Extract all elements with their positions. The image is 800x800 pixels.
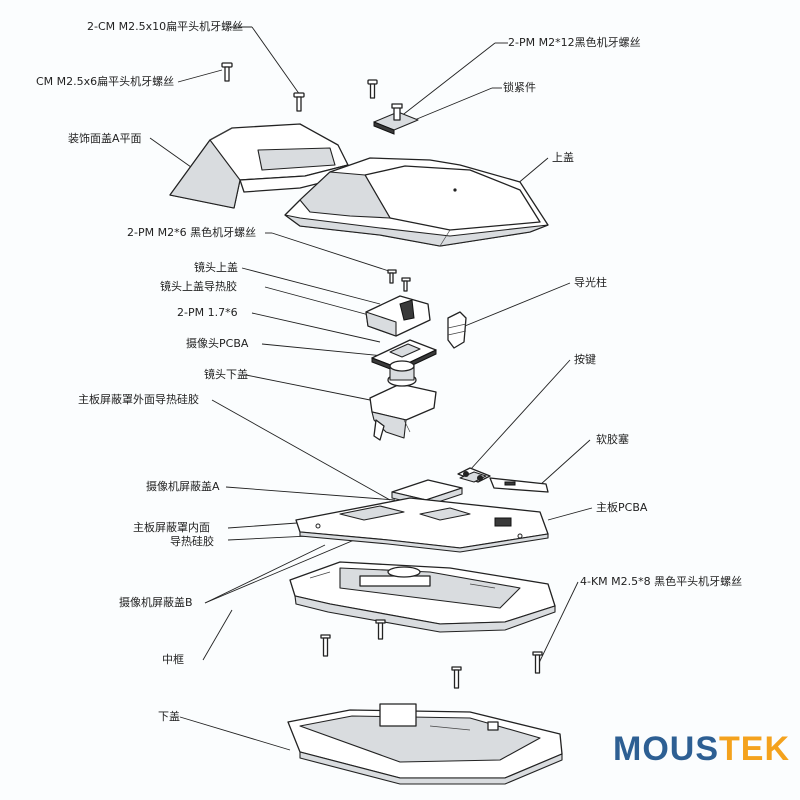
main-pcba [295, 497, 549, 553]
label-screw-2pm-6: 2-PM M2*6 黑色机牙螺丝 [127, 226, 257, 239]
decorative-cover-a [169, 123, 349, 209]
leader-lines [149, 26, 593, 751]
label-shield-inner-thermal-1: 主板屏蔽罩内面 [133, 521, 210, 534]
label-lens-top-thermal: 镜头上盖导热胶 [160, 280, 237, 293]
label-button: 按键 [574, 353, 596, 366]
label-camera-shield-a: 摄像机屏蔽盖A [146, 480, 220, 493]
brand-logo: MOUSTEK [613, 730, 790, 769]
label-soft-plug: 软胶塞 [596, 433, 629, 446]
middle-frame [289, 561, 556, 633]
screw-2pm-m2x12 [367, 79, 378, 99]
lock-part [373, 103, 419, 135]
soft-plug [489, 477, 549, 493]
label-top-cover: 上盖 [552, 151, 574, 164]
label-screw-2pm-12: 2-PM M2*12黑色机牙螺丝 [508, 36, 641, 49]
logo-part-2: TEK [719, 730, 790, 768]
label-lock-part: 锁紧件 [503, 81, 536, 94]
screw-2cm-m25x10 [293, 92, 305, 112]
label-bottom-cover: 下盖 [158, 710, 180, 723]
button [457, 467, 491, 483]
label-shield-inner-thermal-2: 导热硅胶 [170, 535, 214, 548]
screw-cm-m25x6 [221, 62, 233, 82]
screws-4km-m25x8 [320, 619, 543, 689]
logo-part-1: MOUS [613, 730, 719, 768]
label-screw-4km: 4-KM M2.5*8 黑色平头机牙螺丝 [580, 575, 743, 588]
bottom-cover [287, 703, 563, 785]
label-camera-shield-b: 摄像机屏蔽盖B [119, 596, 193, 609]
lens-bottom-cover [369, 360, 437, 441]
label-screw-cm: CM M2.5x6扁平头机牙螺丝 [36, 75, 175, 88]
label-screw-2cm: 2-CM M2.5x10扁平头机牙螺丝 [87, 20, 244, 33]
label-shield-outer-thermal: 主板屏蔽罩外面导热硅胶 [78, 393, 199, 406]
label-pm-17: 2-PM 1.7*6 [177, 306, 238, 319]
label-lens-bottom-cover: 镜头下盖 [204, 368, 248, 381]
label-lens-top-cover: 镜头上盖 [194, 261, 238, 274]
label-middle-frame: 中框 [162, 653, 184, 666]
top-cover [284, 157, 549, 247]
light-guide [447, 311, 467, 349]
screw-2pm-m2x6 [387, 269, 411, 292]
camera-pcba [371, 339, 437, 373]
label-camera-pcba: 摄像头PCBA [186, 337, 249, 350]
label-light-guide: 导光柱 [574, 276, 607, 289]
lens-top-cover [365, 295, 431, 337]
label-deco-cover: 装饰面盖A平面 [68, 132, 142, 145]
label-main-pcba: 主板PCBA [596, 501, 648, 514]
